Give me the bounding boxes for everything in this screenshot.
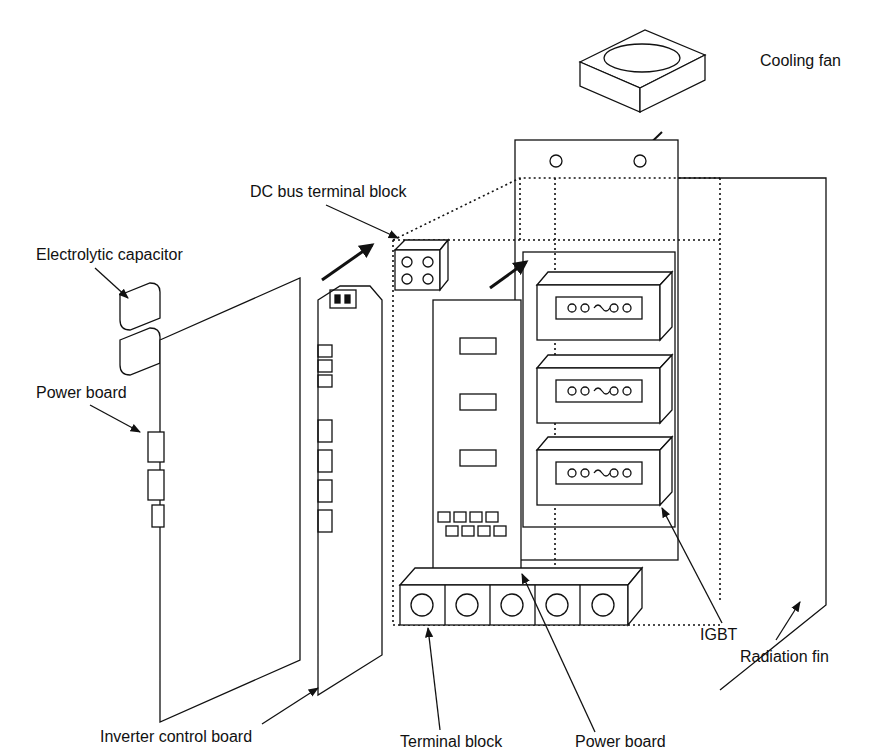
part-label: DC bus terminal block bbox=[250, 183, 407, 201]
part-label: Power board bbox=[36, 384, 127, 402]
part-label: Inverter control board bbox=[100, 728, 252, 746]
dotted-outline bbox=[393, 178, 720, 625]
cooling-fan bbox=[580, 30, 705, 112]
power-board bbox=[433, 300, 521, 572]
part-label: IGBT bbox=[700, 626, 737, 644]
part-label: Power board bbox=[575, 733, 666, 751]
leader-lines bbox=[90, 205, 800, 732]
inverter-control-board bbox=[318, 286, 382, 695]
igbt-modules bbox=[537, 272, 672, 505]
terminal-block bbox=[400, 568, 642, 625]
left-power-board bbox=[120, 278, 300, 722]
part-label: Cooling fan bbox=[760, 52, 841, 70]
part-label: Electrolytic capacitor bbox=[36, 246, 183, 264]
dc-bus-terminal bbox=[395, 240, 448, 290]
part-label: Radiation fin bbox=[740, 648, 829, 666]
part-label: Terminal block bbox=[400, 733, 502, 751]
